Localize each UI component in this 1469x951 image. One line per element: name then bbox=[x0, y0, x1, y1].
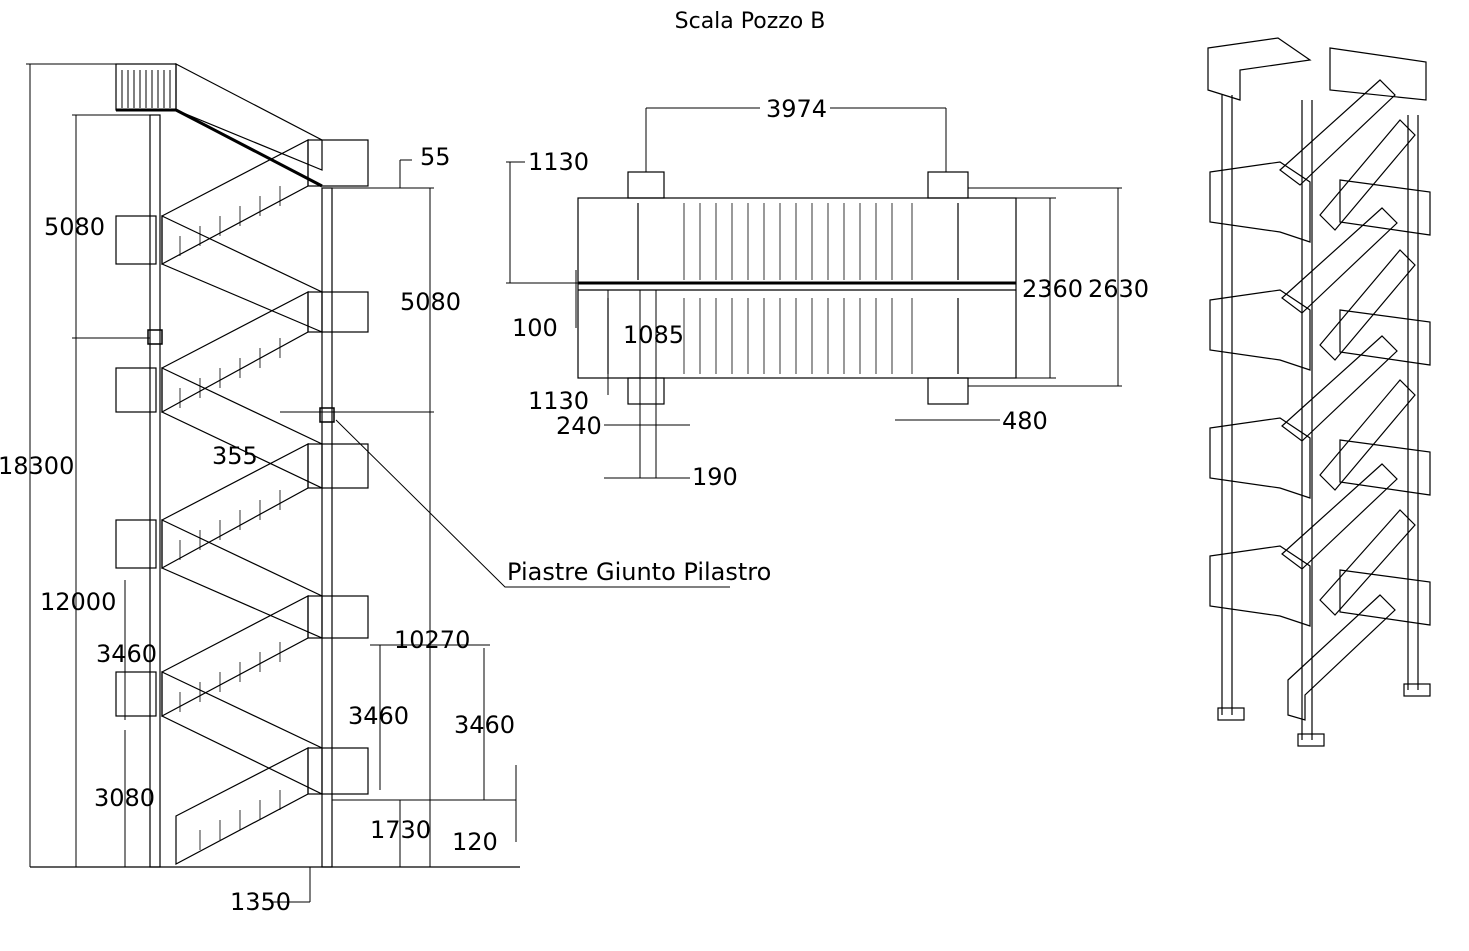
plan-dimensions bbox=[506, 107, 1122, 479]
elevation-view bbox=[26, 63, 730, 903]
plan-plate-bl bbox=[627, 377, 665, 405]
iso-flights bbox=[1279, 79, 1416, 721]
dim-upper-landing: 5080 bbox=[44, 213, 105, 241]
dim-plan-plate-b: 190 bbox=[692, 463, 738, 491]
drawing-title: Scala Pozzo B bbox=[675, 9, 826, 34]
note-leader bbox=[335, 419, 730, 588]
dim-plan-mid: 1085 bbox=[623, 321, 684, 349]
dim-landing-a: 3460 bbox=[96, 640, 157, 668]
dim-plan-outer-width: 2630 bbox=[1088, 275, 1149, 303]
dim-column-height: 12000 bbox=[40, 588, 116, 616]
stair-flights bbox=[161, 139, 323, 865]
iso-base-2 bbox=[1297, 733, 1325, 747]
dim-plan-inner-width: 2360 bbox=[1022, 275, 1083, 303]
dim-plan-length: 3974 bbox=[766, 95, 827, 123]
dim-right-height: 10270 bbox=[394, 626, 470, 654]
dim-plan-plate-c: 480 bbox=[1002, 407, 1048, 435]
plan-treads-lower bbox=[683, 298, 913, 374]
plan-plate-tr bbox=[927, 171, 969, 199]
plan-view bbox=[506, 107, 1122, 479]
dim-plan-plate-a: 240 bbox=[556, 412, 602, 440]
dim-top-offset: 55 bbox=[420, 143, 451, 171]
plan-plate-tl bbox=[627, 171, 665, 199]
joint-plate-left bbox=[147, 329, 163, 345]
top-landing bbox=[115, 63, 177, 112]
dim-landing-c: 3460 bbox=[454, 711, 515, 739]
dim-plan-bottom-width: 1130 bbox=[528, 387, 589, 415]
dim-bottom-left: 3080 bbox=[94, 784, 155, 812]
dim-base-offset: 120 bbox=[452, 828, 498, 856]
right-column bbox=[321, 187, 333, 868]
dim-plan-gap: 100 bbox=[512, 314, 558, 342]
iso-base-1 bbox=[1217, 707, 1245, 721]
left-column bbox=[149, 114, 161, 868]
dim-base-width: 1350 bbox=[230, 888, 291, 916]
elevation-dimensions bbox=[26, 63, 517, 903]
joint-plate-right bbox=[319, 407, 335, 423]
dim-landing-b: 3460 bbox=[348, 702, 409, 730]
iso-landings bbox=[1207, 37, 1431, 627]
right-landings bbox=[307, 139, 369, 795]
top-flight bbox=[175, 63, 323, 171]
left-landings bbox=[115, 215, 157, 717]
dim-upper-landing-right: 5080 bbox=[400, 288, 461, 316]
plan-treads-upper bbox=[683, 203, 913, 280]
plan-plate-br bbox=[927, 377, 969, 405]
note-label: Piastre Giunto Pilastro bbox=[507, 558, 771, 586]
dim-bottom-right: 1730 bbox=[370, 816, 431, 844]
iso-base-3 bbox=[1403, 683, 1431, 697]
plan-outline bbox=[577, 197, 1017, 379]
dim-total-height: 18300 bbox=[0, 452, 74, 480]
isometric-view bbox=[1207, 37, 1431, 747]
dim-mid-offset: 355 bbox=[212, 442, 258, 470]
dim-plan-top-width: 1130 bbox=[528, 148, 589, 176]
balusters bbox=[179, 186, 281, 850]
